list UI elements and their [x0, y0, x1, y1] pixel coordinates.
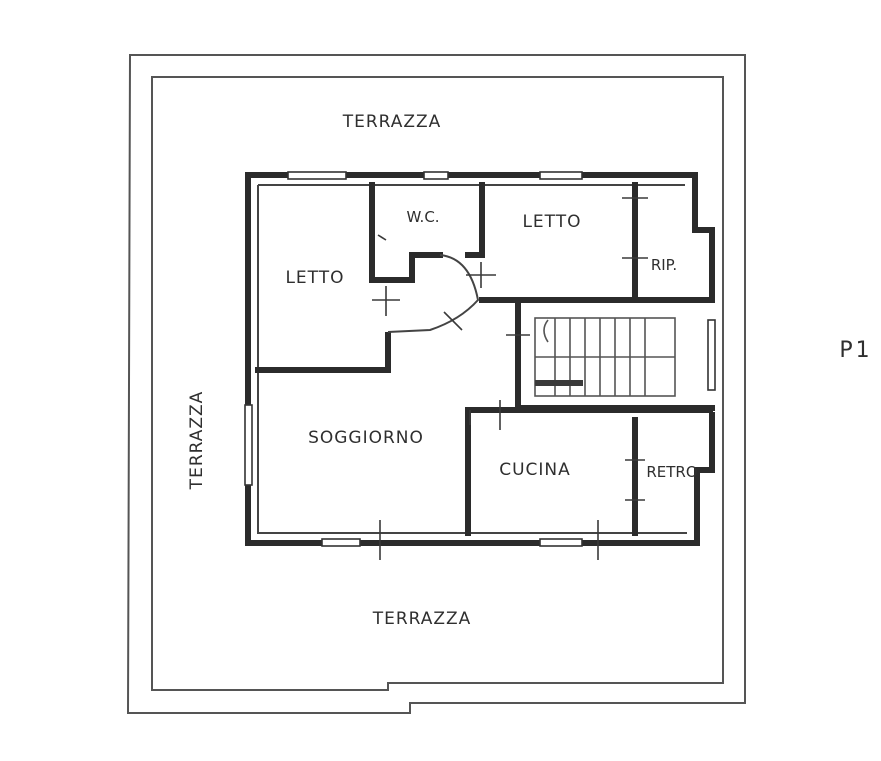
terrace-west-label: TERRAZZA	[187, 391, 207, 491]
windows	[244, 171, 716, 547]
room-storage-label: RIP.	[651, 256, 677, 274]
exterior-walls	[245, 172, 715, 546]
room-wc-label: W.C.	[406, 208, 439, 226]
room-living-label: SOGGIORNO	[308, 428, 424, 448]
terrace-north-label: TERRAZZA	[342, 112, 442, 132]
door-marks	[372, 197, 648, 560]
terrace-boundary	[126, 54, 746, 714]
room-bedroom-west-label: LETTO	[285, 268, 344, 288]
floor-label: P1	[839, 338, 872, 363]
terrace-south-label: TERRAZZA	[372, 609, 472, 629]
staircase	[534, 317, 676, 397]
room-kitchen-label: CUCINA	[499, 460, 571, 480]
interior-walls	[255, 182, 715, 536]
room-back-kitchen-label: RETRO	[646, 463, 697, 481]
room-bedroom-north-label: LETTO	[522, 212, 581, 232]
